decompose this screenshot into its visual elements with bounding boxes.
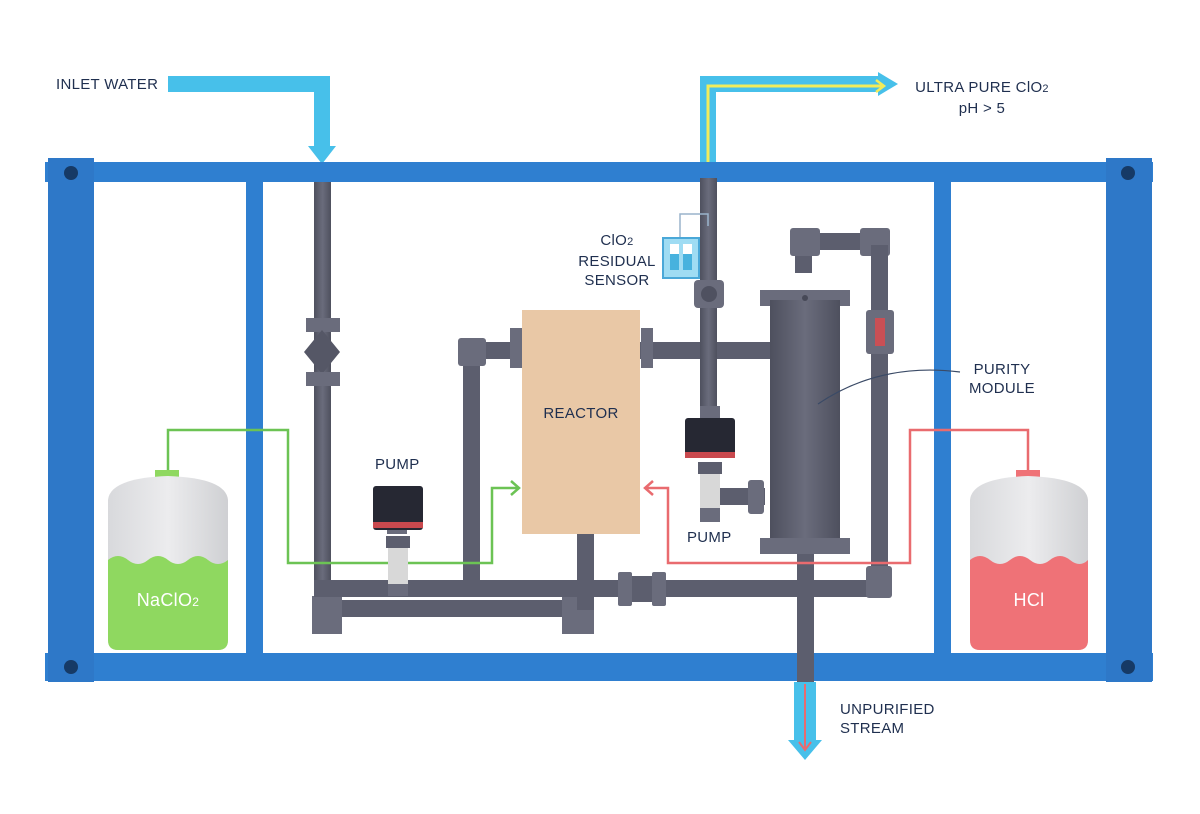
hcl-tank: [970, 470, 1088, 650]
reactor-label: REACTOR: [543, 405, 619, 422]
output-label-subscript: 2: [1042, 83, 1049, 95]
sensor-label-subscript: 2: [627, 236, 634, 248]
sensor-label-line2: RESIDUAL: [578, 253, 656, 270]
naclo2-label-subscript: 2: [192, 595, 200, 609]
outlet-arrow: [700, 72, 898, 170]
skid-frame: [45, 158, 1153, 682]
unpurified-label-line2: STREAM: [840, 720, 905, 737]
inlet-water-label: INLET WATER: [56, 76, 159, 93]
outlet-valve-icon: [694, 280, 724, 308]
pump-icon: [373, 486, 423, 596]
purity-label-line1: PURITY: [973, 361, 1031, 378]
piping: [312, 178, 892, 682]
output-label: ULTRA PURE ClO2 pH > 5: [912, 78, 1052, 118]
naclo2-label-text: NaClO: [136, 590, 193, 610]
unpurified-arrow: [788, 682, 822, 760]
naclo2-tank-label: NaClO2: [108, 591, 228, 612]
purity-leader-line: [817, 369, 961, 405]
unpurified-label: UNPURIFIED STREAM: [840, 700, 935, 738]
inlet-water-arrow: [168, 76, 336, 164]
pump-icon: [685, 406, 735, 522]
purity-module-label: PURITY MODULE: [960, 360, 1044, 398]
hcl-line: [643, 428, 1030, 565]
sensor-icon: [662, 213, 709, 279]
naclo2-line: [166, 428, 521, 565]
flow-meter-icon: [866, 310, 894, 354]
union-fitting: [618, 572, 666, 606]
hcl-tank-label: HCl: [1013, 590, 1045, 610]
valve-icon: [304, 318, 340, 386]
reactor: [522, 310, 640, 534]
purity-module: [760, 290, 850, 554]
sensor-label: ClO2 RESIDUAL SENSOR: [572, 231, 662, 290]
sensor-label-text: ClO: [600, 232, 628, 249]
purity-label-line2: MODULE: [969, 380, 1035, 397]
naclo2-tank: [108, 470, 228, 650]
output-label-text: ULTRA PURE ClO: [915, 79, 1043, 96]
pump-right-label: PUMP: [687, 529, 732, 546]
pump-left-label: PUMP: [375, 456, 420, 473]
sensor-label-line3: SENSOR: [584, 272, 650, 289]
reactor-flanges: [510, 328, 653, 368]
unpurified-label-line1: UNPURIFIED: [840, 701, 935, 718]
output-ph-label: pH > 5: [958, 100, 1006, 117]
